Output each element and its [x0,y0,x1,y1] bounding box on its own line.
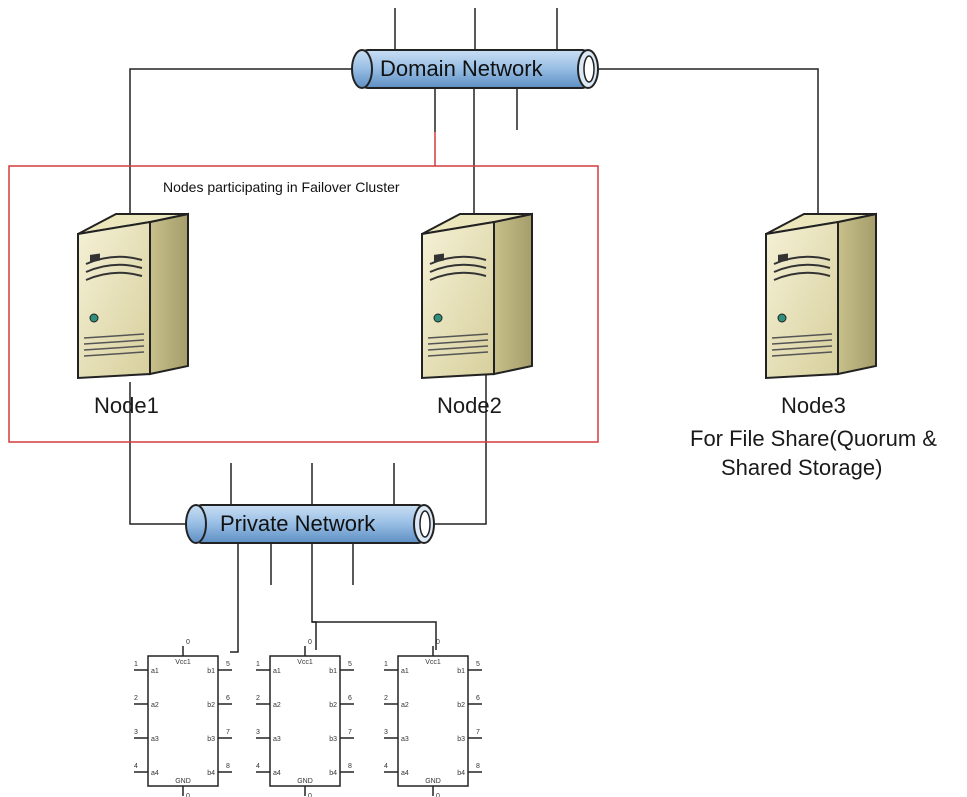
chip-pin-label: a2 [151,702,159,709]
chip-pin-label: b2 [329,702,337,709]
chip-pin-number: 5 [226,661,230,668]
node1-label: Node1 [94,393,159,418]
chip-pin-label: a3 [273,736,281,743]
chip-pin-number: 0 [186,639,190,646]
chip-pin-label: b3 [457,736,465,743]
failover-cluster-box [8,165,599,443]
chip-pin-label: a1 [151,668,159,675]
chip-pin-label: b3 [329,736,337,743]
chip-pin-number: 8 [476,763,480,770]
chip-pin-number: 3 [134,729,138,736]
chip-pin-label: b2 [207,702,215,709]
chip-pin-label: a3 [151,736,159,743]
node2-server-icon [421,213,533,379]
chip-pin-label: a4 [273,770,281,777]
chip-pin-number: 7 [476,729,480,736]
chip-pin-number: 0 [308,793,312,797]
chip-pin-number: 4 [134,763,138,770]
chip-pin-label: b3 [207,736,215,743]
connection-lines [129,8,819,653]
private-network-label: Private Network [220,511,376,536]
chip-label-vcc: Vcc1 [425,659,441,666]
chip-pin-number: 7 [348,729,352,736]
chip-pin-number: 3 [256,729,260,736]
chip-label-gnd: GND [425,778,441,785]
chip-label-gnd: GND [297,778,313,785]
chip-pin-number: 1 [384,661,388,668]
chip-body [147,655,219,787]
node1-server-icon [77,213,189,379]
chip-pin-number: 5 [348,661,352,668]
chip-pin-number: 2 [134,695,138,702]
chip-pin-label: a2 [401,702,409,709]
chip-pin-label: b1 [207,668,215,675]
chip-pin-number: 2 [384,695,388,702]
chip-pin-number: 8 [348,763,352,770]
chip-pin-label: b4 [457,770,465,777]
chip-label-vcc: Vcc1 [175,659,191,666]
chip-pin-number: 1 [256,661,260,668]
chip-pin-label: b2 [457,702,465,709]
chip-pin-number: 8 [226,763,230,770]
chip-pin-number: 6 [476,695,480,702]
chip-pin-label: a1 [401,668,409,675]
cluster-title: Nodes participating in Failover Cluster [163,179,400,195]
chip-pin-label: b4 [207,770,215,777]
chip-pin-label: b1 [457,668,465,675]
node3-caption-line2: Shared Storage) [721,455,883,480]
chip-pin-label: a2 [273,702,281,709]
chip-pin-number: 7 [226,729,230,736]
node3-label: Node3 [781,393,846,418]
private-network-pipe [185,504,435,544]
chip-pin-label: a4 [151,770,159,777]
chip-pin-number: 5 [476,661,480,668]
chip-pin-label: b4 [329,770,337,777]
chip-label-gnd: GND [175,778,191,785]
chip-pin-number: 6 [348,695,352,702]
node2-label: Node2 [437,393,502,418]
chip-pin-number: 4 [384,763,388,770]
chip-pin-label: a3 [401,736,409,743]
chip-pin-label: a4 [401,770,409,777]
domain-network-label: Domain Network [380,56,543,81]
chip-pin-number: 2 [256,695,260,702]
chip-pin-number: 0 [436,639,440,646]
node3-caption-line1: For File Share(Quorum & [690,426,937,451]
chip-pin-label: b1 [329,668,337,675]
chip-label-vcc: Vcc1 [297,659,313,666]
node3-server-icon [765,213,877,379]
domain-network-pipe [351,49,599,89]
chip-body [269,655,341,787]
chip-pin-number: 3 [384,729,388,736]
chip-pin-label: a1 [273,668,281,675]
chip-pin-number: 4 [256,763,260,770]
chip-pin-number: 0 [436,793,440,797]
chip-pin-number: 0 [308,639,312,646]
chip-pin-number: 6 [226,695,230,702]
chip-pin-number: 1 [134,661,138,668]
chip-pin-number: 0 [186,793,190,797]
chip-body [397,655,469,787]
